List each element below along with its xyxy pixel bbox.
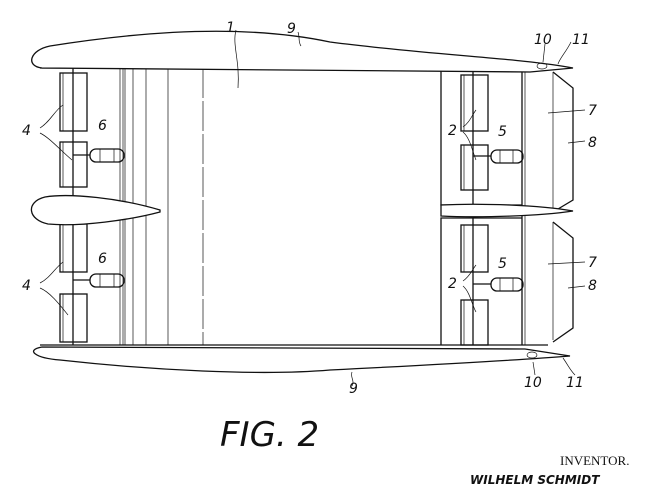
label-4-bottom: 4 xyxy=(22,278,31,294)
top-wing xyxy=(31,30,574,73)
label-7-top: 7 xyxy=(588,103,597,119)
tip-element-10-top xyxy=(536,62,548,70)
label-6-top: 6 xyxy=(98,118,107,134)
label-5-top: 5 xyxy=(498,124,507,140)
label-2-top: 2 xyxy=(448,123,457,139)
label-10-top: 10 xyxy=(534,32,552,48)
left-middle-airfoil xyxy=(30,195,161,226)
right-middle-airfoil xyxy=(440,203,574,218)
tip-element-10-bottom xyxy=(526,351,538,359)
leader-lines xyxy=(39,29,586,387)
inventor-heading: INVENTOR. xyxy=(560,453,629,468)
label-8-bottom: 8 xyxy=(588,278,597,294)
label-7-bottom: 7 xyxy=(588,255,597,271)
figure-caption: FIG. 2 xyxy=(220,415,319,455)
label-10-bottom: 10 xyxy=(524,375,542,391)
label-11-bottom: 11 xyxy=(566,375,584,391)
left-engine-units xyxy=(59,72,125,343)
bottom-wing xyxy=(32,346,571,374)
label-6-bottom: 6 xyxy=(98,251,107,267)
label-11-top: 11 xyxy=(572,32,590,48)
label-4-top: 4 xyxy=(22,123,31,139)
label-5-bottom: 5 xyxy=(498,256,507,272)
label-2-bottom: 2 xyxy=(448,276,457,292)
label-8-top: 8 xyxy=(588,135,597,151)
label-9-top: 9 xyxy=(287,21,296,37)
label-9-bottom: 9 xyxy=(349,381,358,397)
label-1: 1 xyxy=(226,20,235,36)
inventor-signature: WILHELM SCHMIDT xyxy=(470,473,600,487)
